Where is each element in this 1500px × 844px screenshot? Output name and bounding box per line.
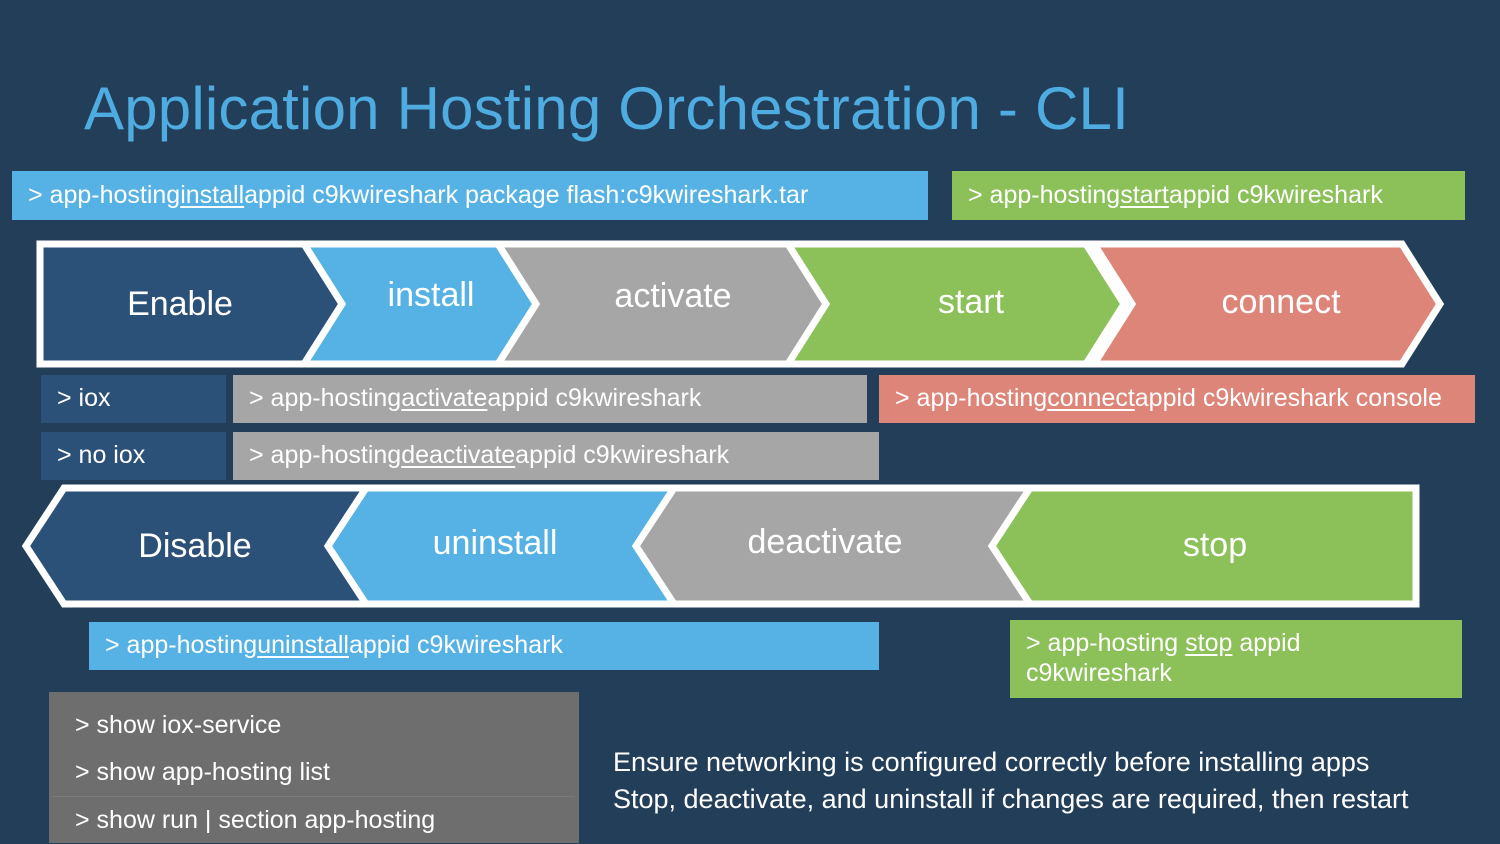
command-install-keyword: install	[180, 180, 245, 209]
command-start-prefix: > app-hosting	[968, 180, 1121, 209]
command-stop-keyword: stop	[1185, 629, 1233, 657]
command-chip-iox: > iox	[41, 375, 226, 423]
command-uninstall-prefix: > app-hosting	[105, 631, 258, 660]
command-deactivate-keyword: deactivate	[401, 441, 516, 470]
command-no-iox-text: > no iox	[57, 441, 146, 470]
command-chip-start: > app-hosting start appid c9kwireshark	[952, 171, 1465, 220]
show-command-line: > show iox-service	[75, 711, 282, 739]
command-uninstall-suffix: appid c9kwireshark	[348, 631, 563, 660]
command-uninstall-keyword: uninstall	[257, 631, 349, 660]
command-start-suffix: appid c9kwireshark	[1168, 180, 1383, 209]
disable-segment-stop-shape	[977, 484, 1420, 608]
show-commands-divider	[53, 796, 575, 797]
command-connect-prefix: > app-hosting	[895, 384, 1048, 413]
disable-segment-disable-shape	[21, 484, 373, 608]
note-line-1: Ensure networking is configured correctl…	[613, 747, 1370, 777]
command-connect-keyword: connect	[1047, 384, 1135, 413]
command-activate-keyword: activate	[401, 384, 488, 413]
command-chip-connect: > app-hosting connect appid c9kwireshark…	[879, 375, 1475, 423]
command-install-prefix: > app-hosting	[28, 180, 181, 209]
command-activate-suffix: appid c9kwireshark	[487, 384, 702, 413]
command-activate-prefix: > app-hosting	[249, 384, 402, 413]
enable-segment-enable-shape	[36, 240, 347, 368]
show-command-line: > show app-hosting list	[75, 758, 331, 786]
enable-flow-graphic	[36, 240, 1445, 368]
command-chip-deactivate: > app-hosting deactivate appid c9kwiresh…	[233, 432, 879, 480]
show-commands-box: > show iox-service > show app-hosting li…	[49, 692, 579, 843]
command-install-suffix: appid c9kwireshark package flash:c9kwire…	[244, 180, 809, 209]
page-title: Application Hosting Orchestration - CLI	[84, 75, 1129, 142]
command-iox-text: > iox	[57, 384, 111, 413]
command-connect-suffix: appid c9kwireshark console	[1134, 384, 1442, 413]
disable-segment-deactivate-shape	[621, 484, 1037, 608]
disable-flow-graphic	[21, 484, 1420, 608]
command-chip-stop: > app-hosting stop appid c9kwireshark	[1010, 620, 1462, 698]
enable-segment-connect-shape	[1087, 240, 1445, 368]
command-deactivate-prefix: > app-hosting	[249, 441, 402, 470]
disable-segment-uninstall-shape	[313, 484, 681, 608]
note-line-2: Stop, deactivate, and uninstall if chang…	[613, 784, 1409, 814]
disable-flow: Disable uninstall deactivate stop	[20, 484, 1420, 608]
show-command-line: > show run | section app-hosting	[75, 806, 436, 834]
command-deactivate-suffix: appid c9kwireshark	[515, 441, 730, 470]
command-start-keyword: start	[1120, 180, 1169, 209]
command-chip-activate: > app-hosting activate appid c9kwireshar…	[233, 375, 867, 423]
command-chip-install: > app-hosting install appid c9kwireshark…	[12, 171, 928, 220]
command-stop-prefix: > app-hosting	[1026, 629, 1186, 657]
command-chip-no-iox: > no iox	[41, 432, 226, 480]
enable-flow: Enable install activate start connect	[36, 240, 1446, 368]
command-stop-suffix: appid c9kwireshark	[1026, 629, 1301, 687]
command-chip-uninstall: > app-hosting uninstall appid c9kwiresha…	[89, 622, 879, 670]
